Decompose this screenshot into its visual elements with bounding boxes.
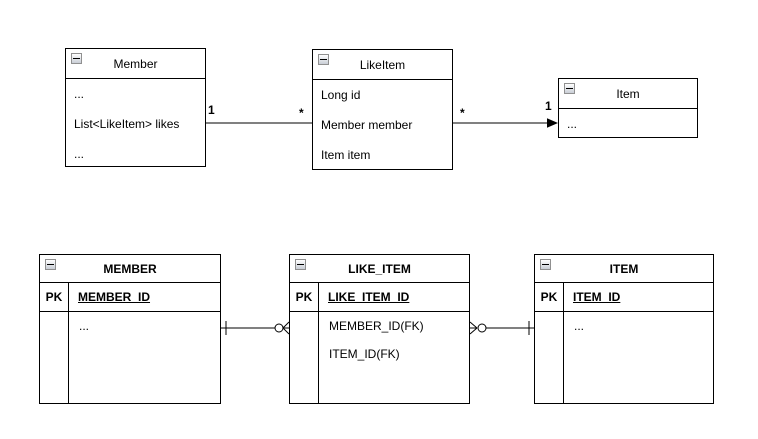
er-table-item-title: ITEM: [609, 261, 639, 276]
arrowhead-icon: [547, 118, 558, 128]
er-table-like-item[interactable]: LIKE_ITEM PK LIKE_ITEM_ID MEMBER_ID(FK) …: [289, 254, 470, 404]
er-table-member-header: MEMBER: [40, 255, 220, 283]
pk-label: PK: [40, 283, 69, 311]
minus-square-icon[interactable]: [318, 54, 329, 65]
uml-class-likeitem-header: LikeItem: [313, 50, 452, 80]
minus-square-icon[interactable]: [71, 53, 82, 64]
er-member-column: ...: [79, 319, 90, 333]
uml-likeitem-field: Member member: [321, 118, 413, 132]
uml-likeitem-field: Long id: [321, 88, 361, 102]
uml-class-likeitem-title: LikeItem: [359, 57, 406, 72]
relation-member-likeitem[interactable]: [221, 321, 290, 335]
er-table-member[interactable]: MEMBER PK MEMBER_ID ...: [39, 254, 221, 404]
relation-likeitem-item[interactable]: [469, 321, 534, 335]
pk-field: LIKE_ITEM_ID: [328, 290, 410, 304]
uml-item-field: ...: [567, 117, 578, 131]
uml-class-member-title: Member: [113, 56, 158, 71]
uml-class-item-title: Item: [616, 86, 640, 101]
uml-likeitem-field: Item item: [321, 148, 371, 162]
uml-class-member-header: Member: [66, 49, 205, 79]
pk-field: MEMBER_ID: [78, 290, 151, 304]
er-body-spacer: [40, 312, 69, 403]
er-table-item[interactable]: ITEM PK ITEM_ID ...: [534, 254, 714, 404]
er-body-spacer: [290, 312, 319, 403]
uml-member-field: ...: [74, 147, 85, 161]
uml-member-field: ...: [74, 87, 85, 101]
uml-class-item-header: Item: [559, 79, 697, 109]
uml-member-field: List<LikeItem> likes: [74, 117, 180, 131]
minus-square-icon[interactable]: [295, 259, 306, 270]
er-like-item-column: ITEM_ID(FK): [329, 347, 400, 361]
zero-circle-icon: [274, 323, 284, 333]
er-table-like-item-title: LIKE_ITEM: [348, 261, 411, 276]
crow-foot-icon: [469, 321, 478, 335]
zero-circle-icon: [477, 323, 487, 333]
multiplicity-label: *: [460, 106, 465, 120]
minus-square-icon[interactable]: [564, 83, 575, 94]
minus-square-icon[interactable]: [540, 259, 551, 270]
minus-square-icon[interactable]: [45, 259, 56, 270]
pk-label: PK: [535, 283, 564, 311]
er-table-like-item-header: LIKE_ITEM: [290, 255, 469, 283]
uml-class-member[interactable]: Member ... List<LikeItem> likes ...: [65, 48, 206, 167]
er-like-item-column: MEMBER_ID(FK): [329, 319, 424, 333]
er-table-item-header: ITEM: [535, 255, 713, 283]
uml-class-likeitem[interactable]: LikeItem Long id Member member Item item: [312, 49, 453, 170]
er-body-spacer: [535, 312, 564, 403]
er-item-column: ...: [574, 319, 585, 333]
association-likeitem-item[interactable]: [453, 118, 558, 128]
er-table-member-title: MEMBER: [103, 261, 157, 276]
pk-field: ITEM_ID: [573, 290, 621, 304]
uml-class-item[interactable]: Item ...: [558, 78, 698, 138]
pk-label: PK: [290, 283, 319, 311]
multiplicity-label: 1: [208, 103, 215, 117]
multiplicity-label: 1: [545, 99, 552, 113]
multiplicity-label: *: [299, 106, 304, 120]
